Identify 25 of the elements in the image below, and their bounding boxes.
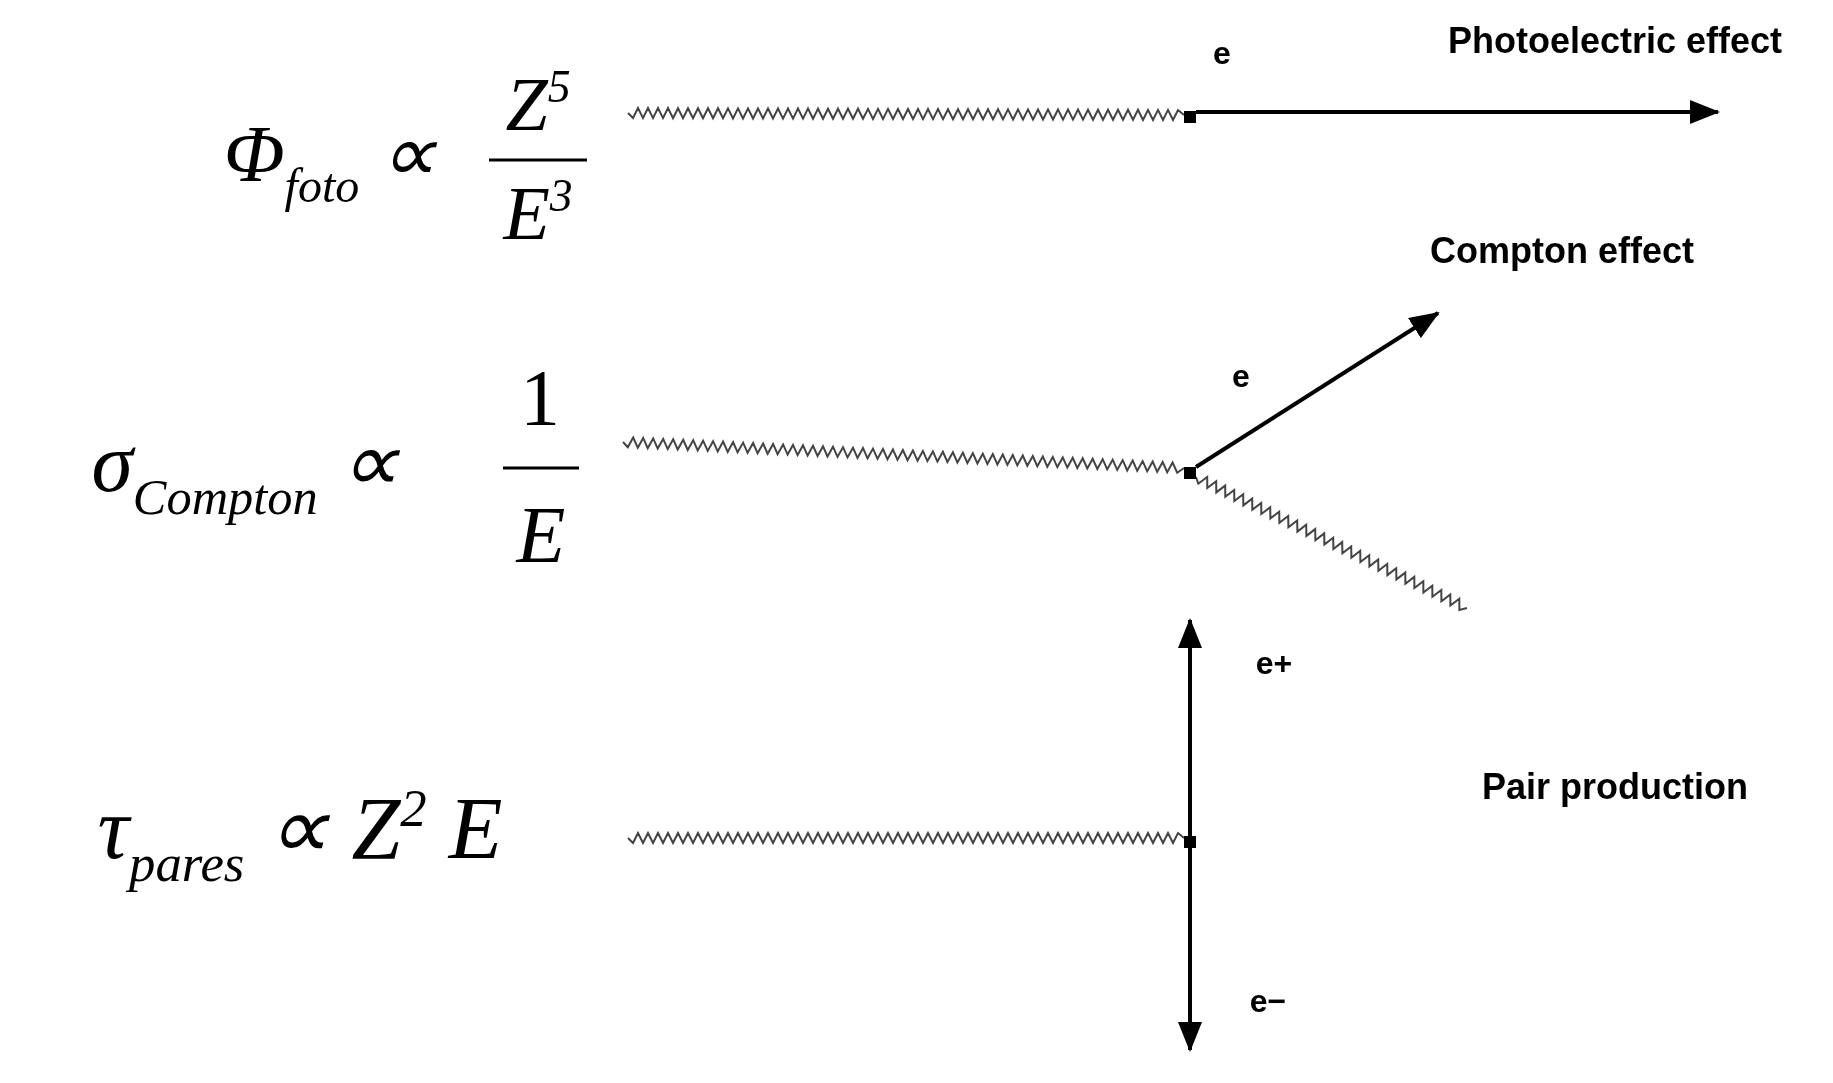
particle-label: e: [1213, 37, 1231, 69]
interaction-point: [1184, 111, 1196, 123]
formula-denominator: E: [516, 495, 566, 575]
arrow: [1178, 848, 1202, 1052]
particle-label: e−: [1249, 985, 1287, 1017]
process-label: Compton effect: [1430, 233, 1694, 269]
photon-wave: [627, 105, 1185, 123]
arrow: [1178, 618, 1202, 836]
process-label: Photoelectric effect: [1447, 23, 1783, 59]
formula-text: Φ$_{foto}$ ∝: [223, 113, 437, 211]
photon-wave: [627, 830, 1185, 846]
formula-numerator: Z$^{5}$: [505, 64, 571, 142]
arrow: [1196, 100, 1720, 124]
interaction-point: [1184, 467, 1196, 479]
formula-text: τ$_{pares}$ ∝ Z$^{2}$ E: [97, 781, 503, 891]
formula-text: σ$_{Compton}$ ∝: [91, 421, 399, 523]
formula-denominator: E$^{3}$: [503, 173, 573, 251]
arrow: [1194, 311, 1440, 469]
particle-label: e: [1232, 360, 1250, 392]
photon-wave: [622, 435, 1185, 475]
particle-label: e+: [1255, 647, 1293, 679]
photon-wave: [1195, 474, 1468, 612]
formula-numerator: 1: [520, 358, 560, 438]
process-label: Pair production: [1482, 769, 1748, 805]
interaction-point: [1184, 836, 1196, 848]
